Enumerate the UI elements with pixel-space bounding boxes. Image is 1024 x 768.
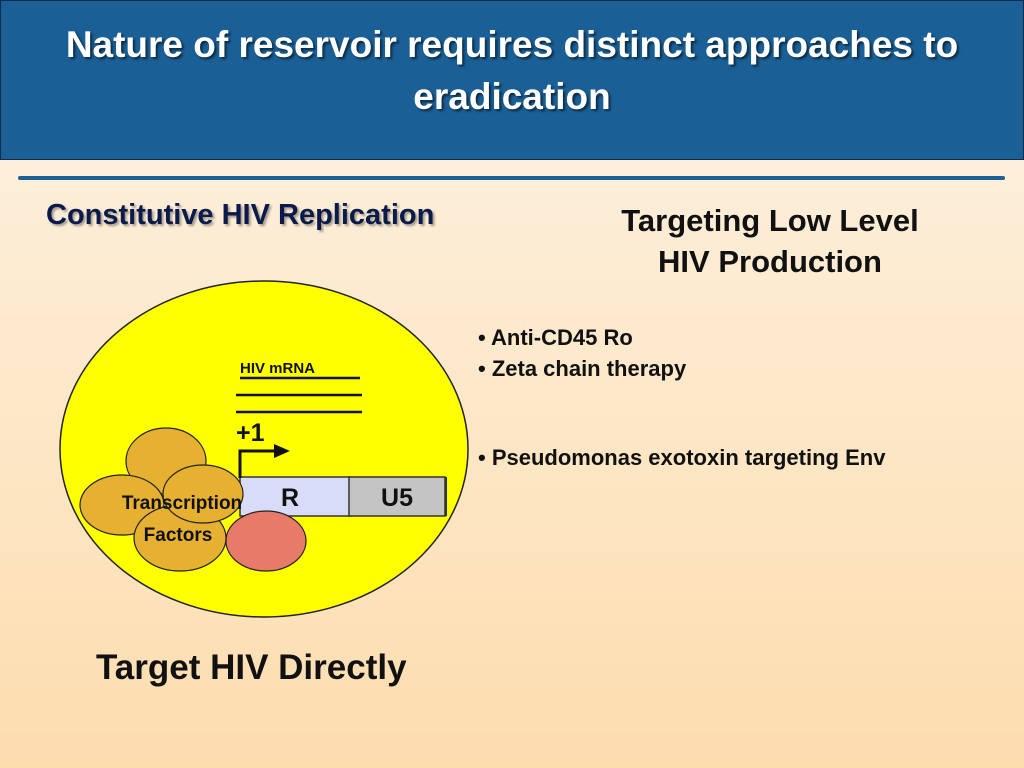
bullet-item: • Zeta chain therapy: [478, 356, 687, 381]
left-heading: Constitutive HIV Replication: [46, 199, 435, 231]
r-segment-box: [239, 476, 351, 517]
start-site-arrow: [238, 449, 276, 478]
r-segment-label: R: [281, 484, 299, 512]
tf-label-line2: Factors: [144, 525, 213, 546]
transcription-factor-blob: [162, 464, 244, 524]
bullet-item: • Anti-CD45 Ro: [478, 325, 633, 350]
tf-label-line1: Transcription: [122, 493, 242, 514]
u5-segment-label: U5: [381, 484, 413, 512]
start-site-label: +1: [236, 419, 265, 447]
slide-title: Nature of reservoir requires distinct ap…: [65, 24, 959, 117]
bottom-heading: Target HIV Directly: [96, 648, 407, 687]
divider-rule: [18, 176, 1005, 180]
bullet-item: • Pseudomonas exotoxin targeting Env: [478, 445, 886, 470]
right-heading-line1: Targeting Low Level: [621, 203, 919, 238]
u5-segment-box: [348, 476, 446, 517]
mrna-label: HIV mRNA: [240, 360, 315, 377]
arrow-head-icon: [274, 444, 290, 458]
title-bar: Nature of reservoir requires distinct ap…: [0, 0, 1024, 160]
red-factor-blob: [225, 510, 307, 572]
right-heading-line2: HIV Production: [658, 244, 882, 279]
bullet-list: • Anti-CD45 Ro • Zeta chain therapy • Ps…: [478, 322, 998, 473]
right-heading: Targeting Low Level HIV Production: [590, 200, 950, 282]
